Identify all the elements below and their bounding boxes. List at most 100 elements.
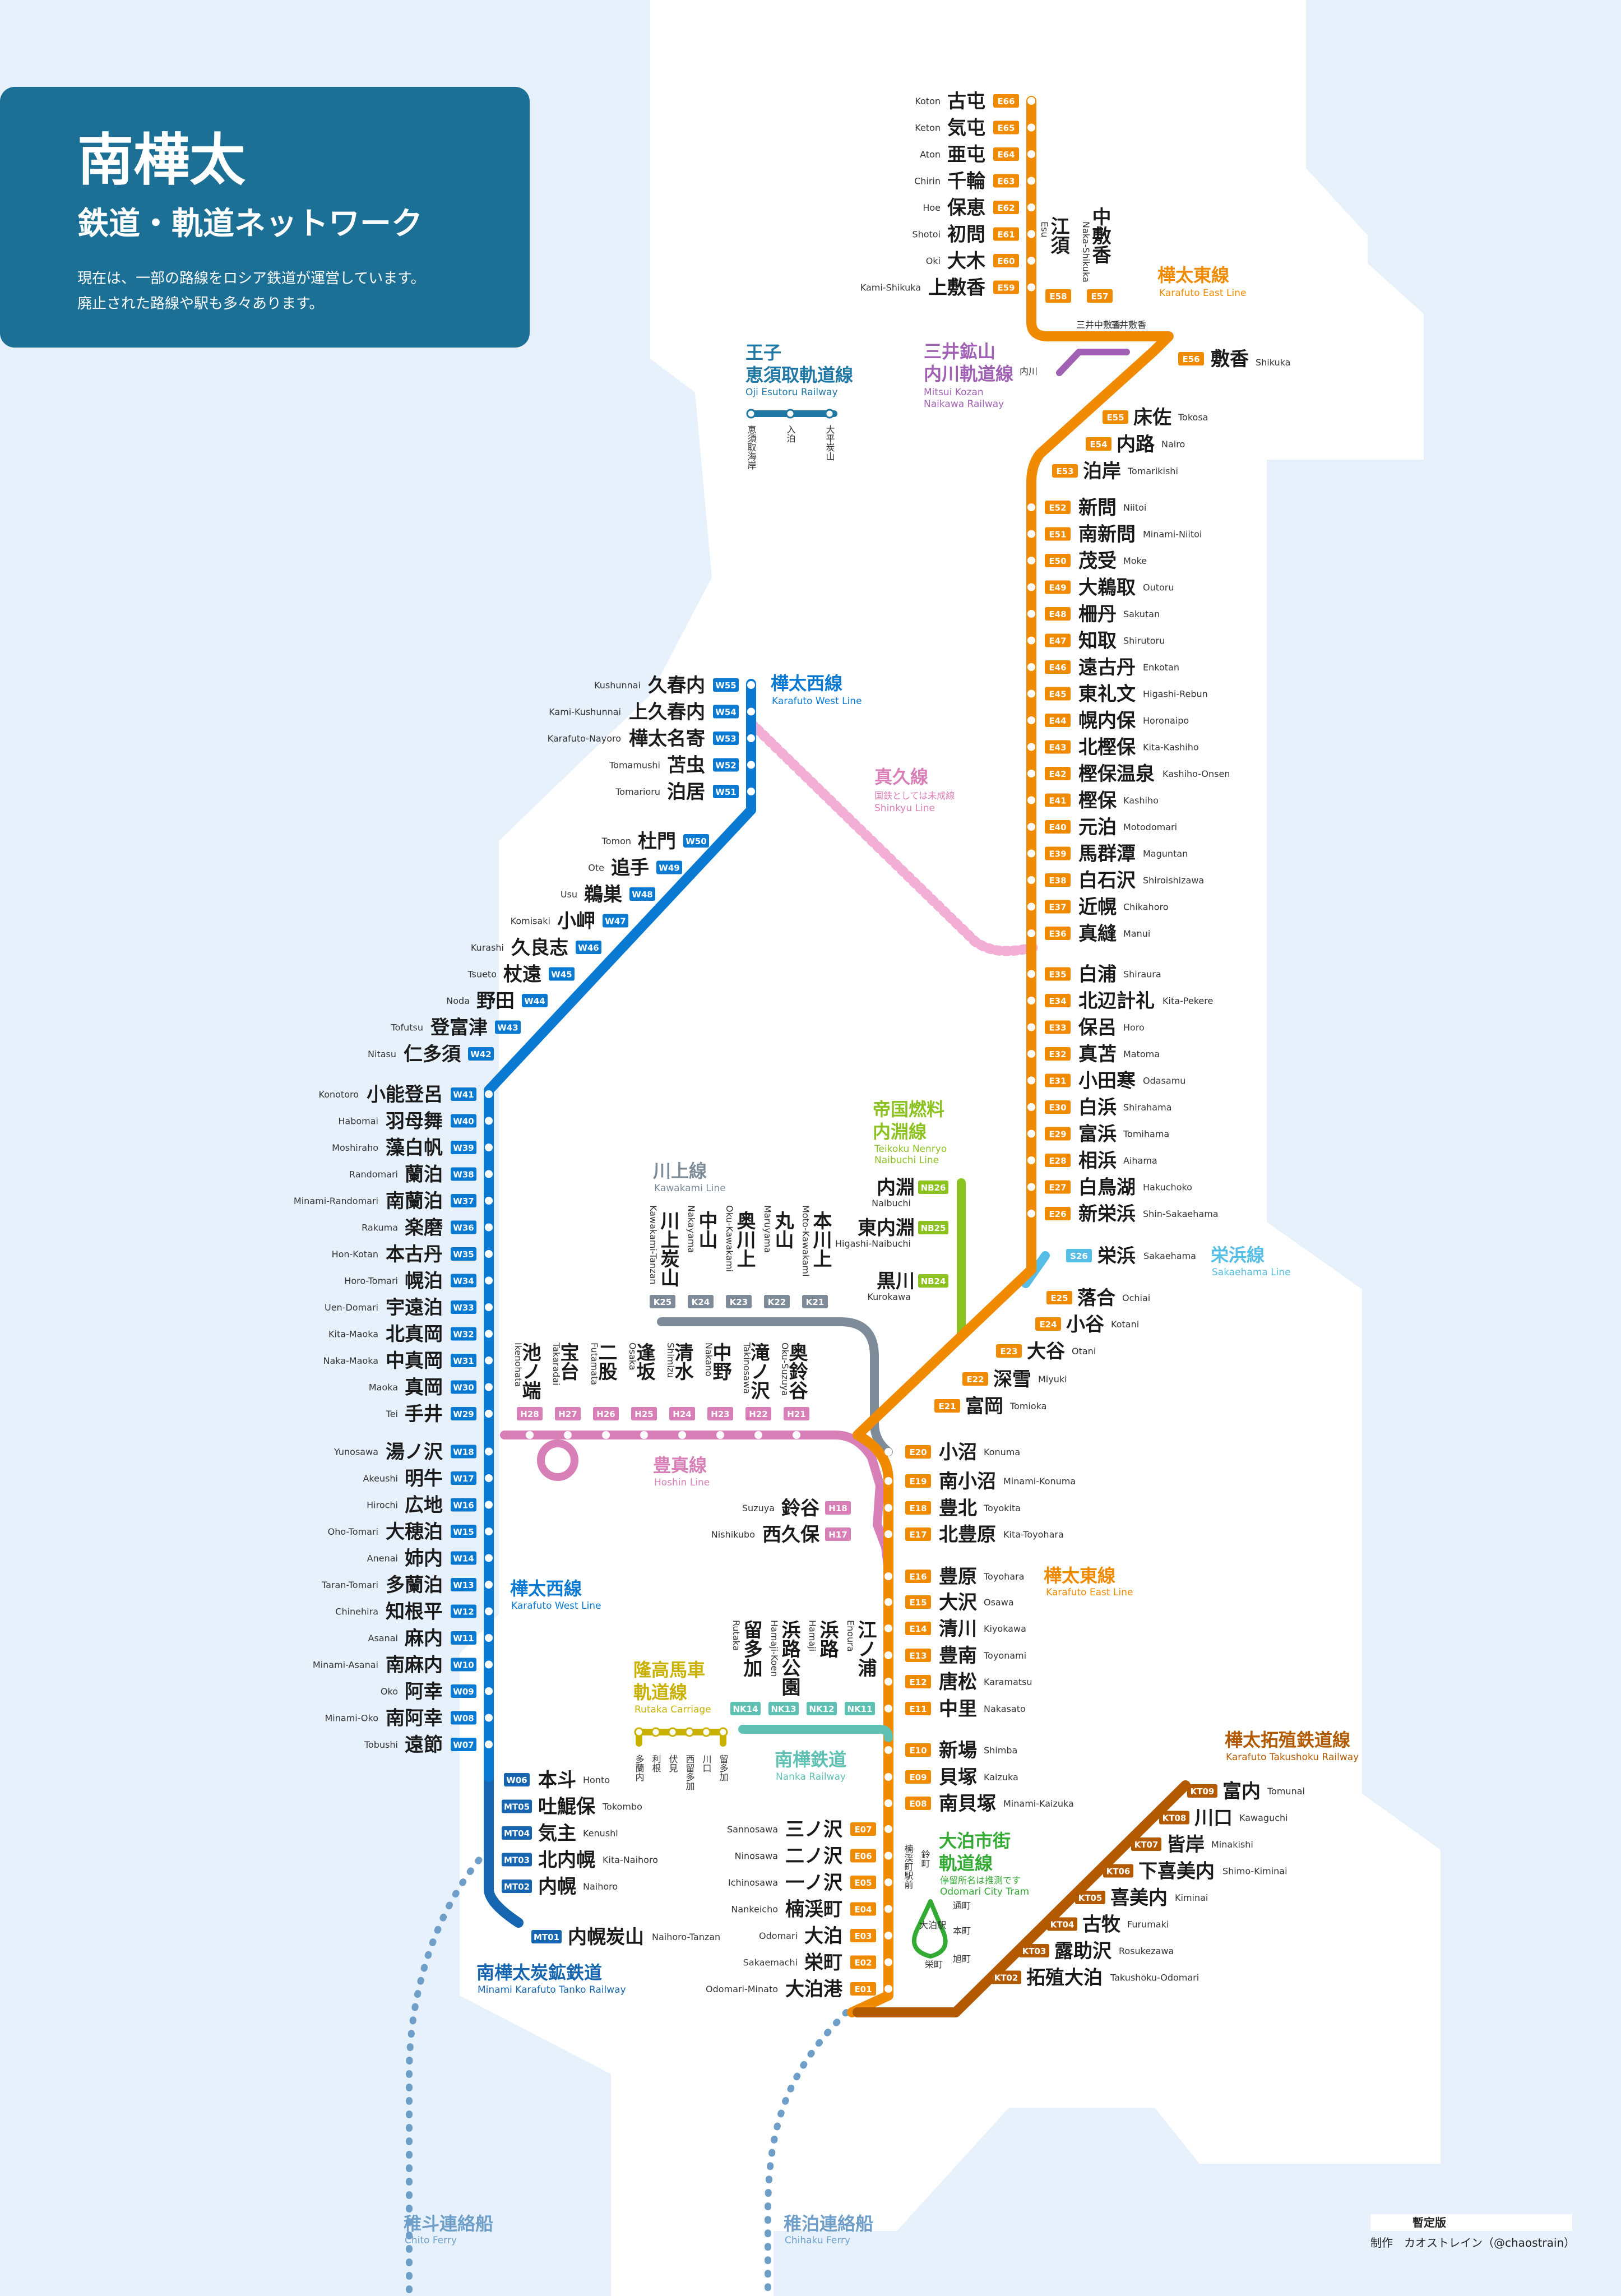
west-randomari-name: 蘭泊 <box>405 1164 443 1186</box>
east-nairo-name: 内路 <box>1117 433 1155 456</box>
east-shiroishizawa-code: E38 <box>1049 876 1066 886</box>
west-horo-tomari-en: Horo-Tomari <box>344 1276 398 1286</box>
west-kita-maoka-code-badge <box>451 1327 476 1341</box>
hoshin-takinosawa-name: 滝ノ沢 <box>747 1343 770 1400</box>
east-kaizuka-code-badge <box>905 1770 931 1784</box>
west-tobushi-code-badge <box>451 1738 476 1751</box>
east-shikuka-code-badge <box>1178 352 1204 365</box>
west-noda-code: W44 <box>524 996 545 1006</box>
nanka-hamaji-code-badge <box>807 1702 837 1715</box>
east-sakaemachi-code-badge <box>850 1955 876 1969</box>
west-taran-tomari-name: 多蘭泊 <box>386 1574 443 1596</box>
east-naka-shikuka-code-badge <box>1087 289 1113 303</box>
east-higashi-rebun-code-badge <box>1045 687 1071 701</box>
west-konotoro-dot <box>485 1090 493 1098</box>
tram-stop-3: 本町 <box>953 1925 971 1936</box>
east-tomioka-code: E21 <box>938 1401 956 1411</box>
east-otani-code: E23 <box>1000 1346 1017 1357</box>
east-kashiho-name: 樫保 <box>1078 790 1117 812</box>
east-esu-name: 江須 <box>1047 216 1069 254</box>
east-shin-sakaehama-dot <box>1027 1210 1035 1218</box>
hoshin-takinosawa-code: H22 <box>749 1409 767 1419</box>
kawakami-kawakami-tanzan-code-badge <box>650 1295 675 1308</box>
takushoku-rosukezawa-en: Rosukezawa <box>1119 1946 1174 1956</box>
takushoku-furumaki-code: KT04 <box>1050 1920 1075 1930</box>
west-tei-dot <box>485 1410 493 1418</box>
naibuchi-label-jp1: 帝国燃料 <box>873 1099 944 1120</box>
west-kushunnai-code: W55 <box>715 681 736 691</box>
hoshin-shimizu-code-badge <box>669 1407 695 1420</box>
east-kita-toyohara-code-badge <box>905 1527 931 1541</box>
kawakami-maruyama-name: 丸山 <box>771 1211 794 1249</box>
map-note-2: 廃止された路線や駅も多々あります。 <box>77 295 323 312</box>
kawakami-kawakami-tanzan-code: K25 <box>654 1297 672 1307</box>
west-naka-maoka-en: Naka-Maoka <box>323 1355 378 1366</box>
east-miyuki-en: Miyuki <box>1038 1374 1067 1385</box>
east-toyonami-name: 豊南 <box>939 1645 977 1667</box>
east-aihama-en: Aihama <box>1123 1155 1157 1166</box>
east-chikahoro-code-badge <box>1045 900 1071 914</box>
takushoku-kiminai-en: Kiminai <box>1175 1892 1208 1903</box>
west-tobushi-dot <box>485 1740 493 1748</box>
east-minami-konuma-en: Minami-Konuma <box>1003 1476 1076 1487</box>
east-miyuki-name: 深雪 <box>993 1368 1031 1391</box>
west-nitasu-en: Nitasu <box>368 1049 396 1059</box>
hoshin-suzuya-code-badge <box>825 1501 851 1515</box>
shinkyu-label-sub: 国鉄としては未成線 <box>874 790 955 801</box>
west-minami-asanai-code: W10 <box>453 1660 474 1670</box>
west-minami-asanai-en: Minami-Asanai <box>313 1660 378 1670</box>
east-moke-code: E50 <box>1049 556 1066 566</box>
east-kita-pekere-en: Kita-Pekere <box>1163 996 1213 1006</box>
east-tokosa-code: E55 <box>1106 413 1124 423</box>
naibuchi-label-en1: Teikoku Nenryo <box>874 1144 947 1155</box>
east-horo-code-badge <box>1045 1020 1071 1034</box>
rutaka-station-3: 西留多加 <box>684 1755 695 1790</box>
east-ichinosawa-name: 一ノ沢 <box>785 1872 843 1894</box>
west-habomai-name: 羽母舞 <box>386 1110 443 1133</box>
mitsui-label-en1: Mitsui Kozan <box>924 387 984 398</box>
east-shiroishizawa-en: Shiroishizawa <box>1143 875 1204 886</box>
east-ichinosawa-en: Ichinosawa <box>728 1877 778 1888</box>
east-sakutan-dot <box>1027 610 1035 618</box>
west-habomai-code-badge <box>451 1114 476 1128</box>
east-otani-name: 大谷 <box>1027 1340 1065 1363</box>
west-naka-maoka-code: W31 <box>453 1356 474 1366</box>
east-kita-kashiho-name: 北樫保 <box>1078 737 1136 759</box>
east-toyokita-dot <box>884 1504 892 1512</box>
east-odasamu-dot <box>1027 1076 1035 1085</box>
hoshin-oku-suzuya-en: Oku-Suzuya <box>780 1343 790 1396</box>
hoshin-futamata-code: H26 <box>596 1409 615 1419</box>
west-maoka-code: W30 <box>453 1383 474 1393</box>
nanka-hamaji-koen-code: NK13 <box>771 1704 796 1714</box>
hoshin-label-jp: 豊真線 <box>653 1455 707 1476</box>
east-nairo-code-badge <box>1086 437 1111 451</box>
kawakami-nakayama-code: K24 <box>692 1297 710 1307</box>
tanko-kenushi-code-badge <box>502 1826 532 1840</box>
east-higashi-rebun-name: 東礼文 <box>1078 683 1136 706</box>
east-minami-kaizuka-code: E08 <box>909 1799 927 1809</box>
east-maguntan-en: Maguntan <box>1143 849 1188 859</box>
takushoku-kawaguchi-code: KT08 <box>1163 1813 1187 1823</box>
east-odomari-minato-code: E01 <box>854 1984 872 1994</box>
east-nankeicho-dot <box>884 1905 892 1913</box>
kawakami-moto-kawakami-code: K21 <box>806 1297 825 1307</box>
west-asanai-code: W11 <box>453 1633 474 1644</box>
east-karamatsu-en: Karamatsu <box>984 1677 1032 1687</box>
east-kaizuka-code: E09 <box>909 1772 927 1783</box>
west-nitasu-code-badge <box>468 1047 494 1061</box>
hoshin-oku-suzuya-dot <box>793 1431 800 1439</box>
east-horonaipo-name: 幌内保 <box>1078 710 1136 732</box>
east-maguntan-code: E39 <box>1049 849 1066 859</box>
east-keton-code: E65 <box>997 123 1015 133</box>
west-tomarioru-dot <box>747 788 755 795</box>
east-kashiho-onsen-code-badge <box>1045 767 1071 780</box>
west-kurashi-en: Kurashi <box>471 942 504 953</box>
east-tomihama-code-badge <box>1045 1127 1071 1141</box>
east-kita-pekere-code-badge <box>1045 994 1071 1007</box>
west-kita-maoka-dot <box>485 1330 493 1338</box>
west-taran-tomari-en: Taran-Tomari <box>321 1580 378 1590</box>
tram-label-sub: 停留所名は推測です <box>940 1875 1021 1886</box>
takushoku-minakishi-code-badge <box>1131 1837 1161 1851</box>
rutaka-station-4: 川口 <box>701 1755 712 1772</box>
west-oko-en: Oko <box>381 1686 398 1697</box>
